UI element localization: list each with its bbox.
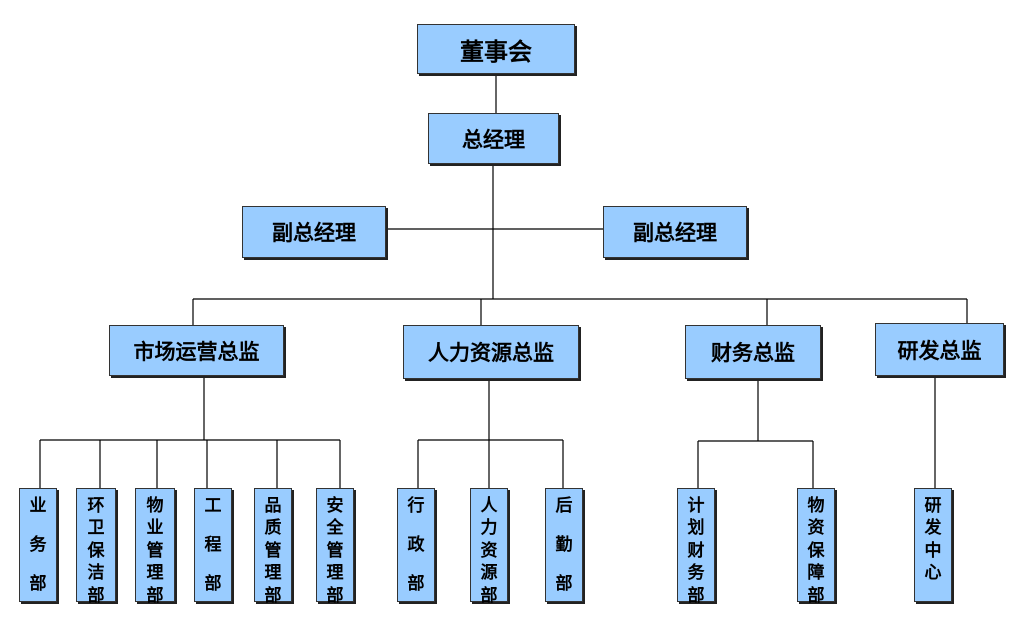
finance-director-node: 财务总监 [685,325,821,379]
department-property-label: 物业管理部 [146,496,164,606]
department-planning-finance-label: 计划财务部 [687,496,705,606]
department-planning-finance: 计划财务部 [677,488,715,606]
vice-gm-left-label: 副总经理 [272,221,356,245]
department-admin: 行政部 [397,488,435,602]
department-business-label: 业务部 [29,496,47,594]
department-hr-label: 人力资源部 [480,496,498,606]
department-engineering: 工程部 [194,488,232,602]
marketing-director-label: 市场运营总监 [133,339,260,364]
department-sanitation: 环卫保洁部 [76,488,116,606]
department-safety-label: 安全管理部 [326,496,344,606]
department-property: 物业管理部 [135,488,175,606]
vice-gm-left-node: 副总经理 [242,206,386,258]
general-manager-node: 总经理 [428,113,559,164]
department-supplies: 物资保障部 [797,488,835,606]
rnd-director-node: 研发总监 [875,323,1004,376]
department-quality: 品质管理部 [254,488,292,606]
department-hr: 人力资源部 [470,488,508,606]
hr-director-label: 人力资源总监 [428,341,554,365]
finance-director-label: 财务总监 [711,341,795,365]
marketing-director-node: 市场运营总监 [109,325,284,376]
department-admin-label: 行政部 [407,496,425,594]
rnd-director-label: 研发总监 [897,338,982,363]
vice-gm-right-node: 副总经理 [603,206,747,258]
department-engineering-label: 工程部 [204,496,222,594]
general-manager-label: 总经理 [462,127,525,152]
department-logistics: 后勤部 [545,488,583,602]
board-node: 董事会 [417,24,575,74]
vice-gm-right-label: 副总经理 [633,221,717,245]
department-safety: 安全管理部 [316,488,354,606]
department-sanitation-label: 环卫保洁部 [87,496,105,606]
department-quality-label: 品质管理部 [264,496,282,606]
department-supplies-label: 物资保障部 [807,496,825,606]
department-logistics-label: 后勤部 [555,496,573,594]
department-business: 业务部 [19,488,57,602]
department-rnd-center: 研发中心 [914,488,952,602]
board-label: 董事会 [460,37,532,66]
hr-director-node: 人力资源总监 [403,325,579,379]
department-rnd-center-label: 研发中心 [924,496,942,584]
